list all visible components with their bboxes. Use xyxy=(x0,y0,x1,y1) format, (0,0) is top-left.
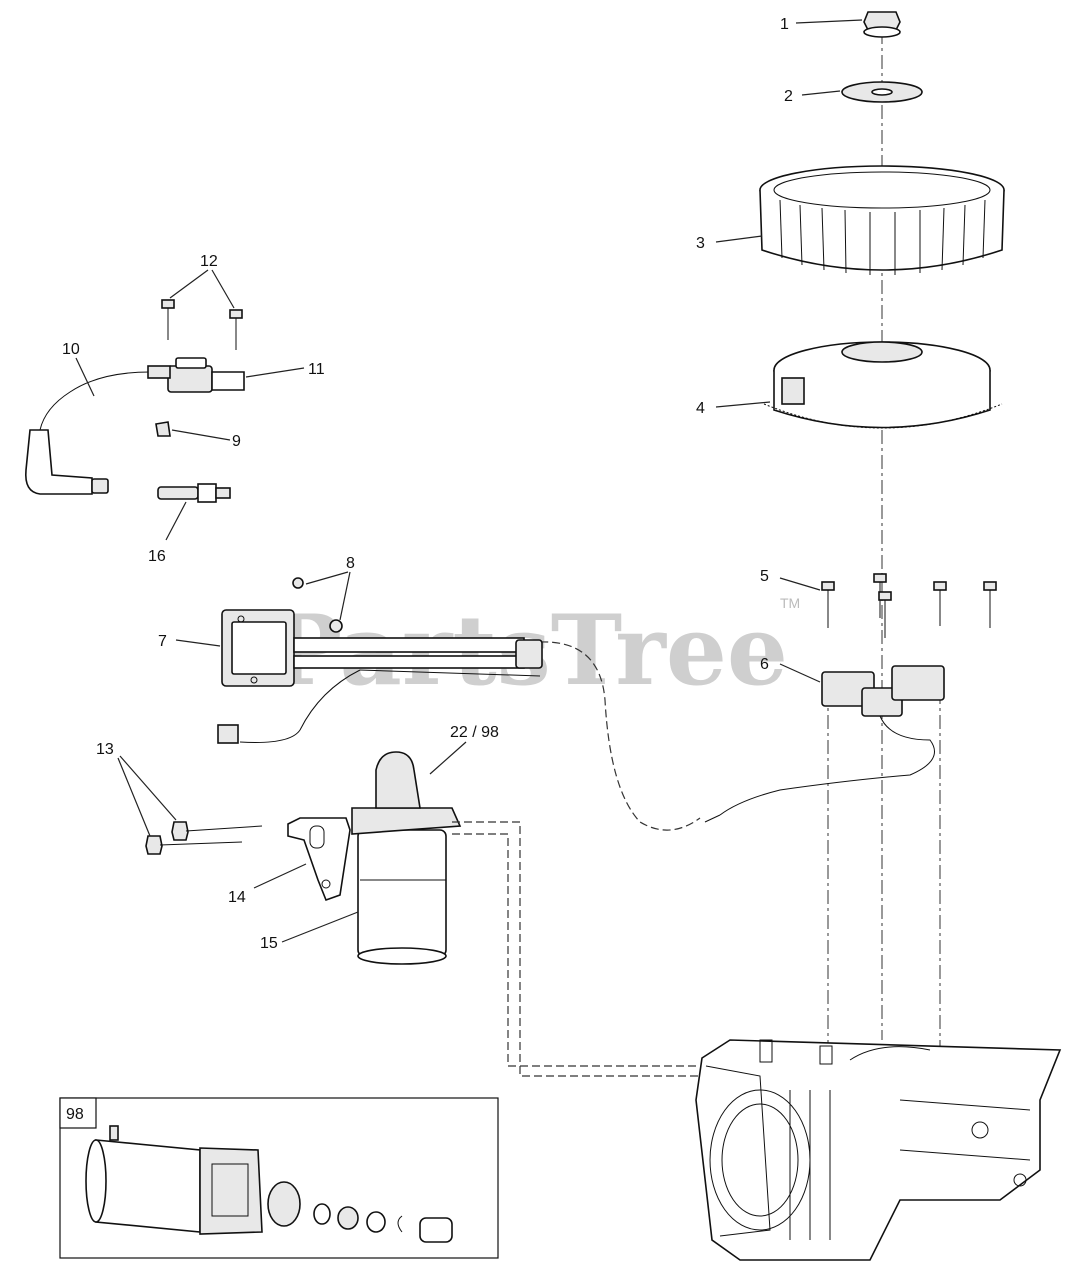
inset-pinion-gear[interactable] xyxy=(267,1181,301,1227)
leader-13b xyxy=(117,757,151,837)
leader-7 xyxy=(175,639,221,647)
starter-mount-route-1 xyxy=(452,821,700,1077)
starter-bracket[interactable] xyxy=(287,817,351,902)
inset-starter-exploded: 98 xyxy=(59,1097,499,1259)
wire-route xyxy=(539,641,701,831)
leader-4 xyxy=(715,401,771,408)
inset-starter-motor[interactable] xyxy=(85,1125,263,1235)
leader-3 xyxy=(715,235,763,243)
flywheel-bolts[interactable] xyxy=(821,573,997,638)
alternator-coil[interactable] xyxy=(704,665,945,823)
ignition-screws[interactable] xyxy=(161,299,243,350)
callout-16: 16 xyxy=(148,548,166,565)
callout-14: 14 xyxy=(228,889,246,906)
leader-1 xyxy=(795,19,863,24)
engine-block[interactable] xyxy=(695,1039,1062,1261)
callout-3: 3 xyxy=(696,235,705,252)
callout-15: 15 xyxy=(260,935,278,952)
leader-8b xyxy=(339,571,351,621)
leader-8a xyxy=(305,571,349,585)
leader-2 xyxy=(801,90,841,96)
regulator-rectifier[interactable] xyxy=(217,609,543,744)
callout-12: 12 xyxy=(200,253,218,270)
inset-collar[interactable] xyxy=(366,1211,403,1233)
callout-1: 1 xyxy=(780,16,789,33)
inset-sleeve[interactable] xyxy=(419,1217,453,1243)
leader-13a xyxy=(119,755,177,821)
leader-6 xyxy=(779,663,821,683)
leader-22 xyxy=(429,741,467,775)
flywheel[interactable] xyxy=(763,341,1003,429)
callout-8: 8 xyxy=(346,555,355,572)
leader-9 xyxy=(171,429,231,441)
callout-13: 13 xyxy=(96,741,114,758)
leader-10 xyxy=(75,357,95,397)
callout-5: 5 xyxy=(760,568,769,585)
spark-plug-boot[interactable] xyxy=(24,371,151,495)
callout-11: 11 xyxy=(308,361,325,378)
callout-6: 6 xyxy=(760,656,769,673)
callout-9: 9 xyxy=(232,433,241,450)
callout-2: 2 xyxy=(784,88,793,105)
starter-bolts[interactable] xyxy=(145,821,263,855)
wire-clip[interactable] xyxy=(155,421,171,437)
inset-spring[interactable] xyxy=(313,1203,359,1230)
flange-nut[interactable] xyxy=(863,11,901,38)
ignition-module[interactable] xyxy=(147,357,245,393)
starter-motor[interactable] xyxy=(351,751,462,965)
cooling-fan[interactable] xyxy=(759,165,1005,275)
callout-4: 4 xyxy=(696,400,705,417)
callout-7: 7 xyxy=(158,633,167,650)
leader-11 xyxy=(245,367,305,378)
watermark-trademark: TM xyxy=(780,595,800,611)
leader-12a xyxy=(169,269,209,299)
starter-mount-route-2 xyxy=(452,833,700,1067)
callout-22-98: 22 / 98 xyxy=(450,724,499,741)
regulator-nuts[interactable] xyxy=(292,577,343,633)
leader-12b xyxy=(211,269,235,309)
callout-10: 10 xyxy=(62,341,80,358)
leader-5 xyxy=(779,577,821,591)
leader-14 xyxy=(253,863,307,889)
inset-label: 98 xyxy=(66,1106,84,1123)
flywheel-washer[interactable] xyxy=(841,81,923,103)
leader-16 xyxy=(165,501,187,541)
spark-plug[interactable] xyxy=(157,483,231,503)
leader-15 xyxy=(281,911,359,943)
